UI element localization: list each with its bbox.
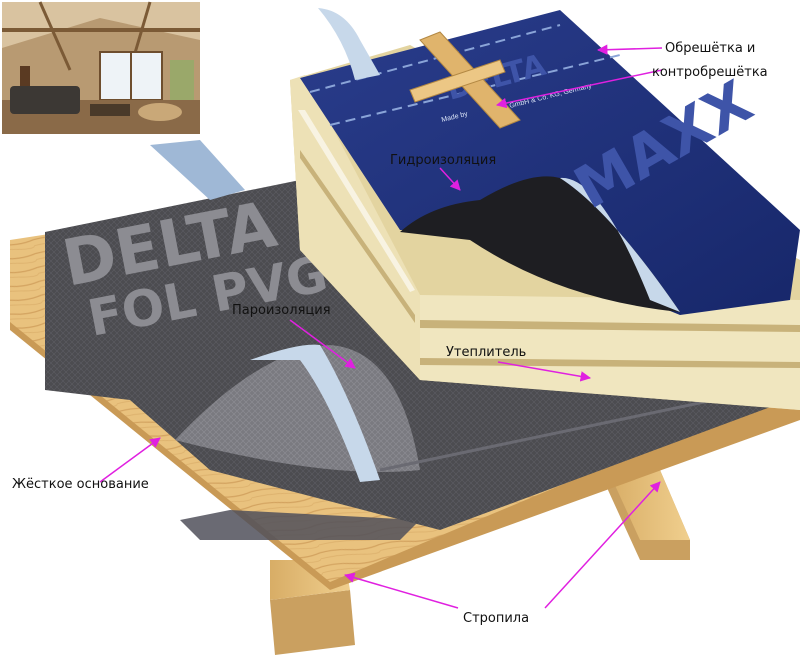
label-waterproofing: Гидроизоляция (390, 153, 496, 168)
label-insulation: Утеплитель (446, 345, 526, 360)
battens-cross (409, 31, 521, 129)
label-rigid-base: Жёсткое основание (12, 477, 149, 492)
arrow-rafters-1 (343, 572, 459, 609)
arrow-rafters-2 (544, 481, 661, 609)
arrow-rigid-base (99, 437, 161, 483)
arrow-insulation (497, 361, 592, 382)
arrow-battens-2 (495, 69, 663, 109)
callout-arrows (99, 44, 663, 609)
arrow-battens-1 (596, 44, 663, 55)
arrow-waterproofing (439, 167, 461, 191)
label-battens-line2: контробрешётка (652, 65, 768, 80)
interior-photo (2, 1, 200, 134)
label-rafters: Стропила (463, 611, 529, 626)
label-battens-line1: Обрешётка и (665, 41, 755, 56)
layer-labels: Обрешётка и контробрешётка Гидроизоляция… (12, 41, 768, 626)
rafters (270, 470, 690, 655)
label-vapor-barrier: Пароизоляция (232, 303, 331, 318)
arrow-vapor-barrier (289, 319, 356, 369)
